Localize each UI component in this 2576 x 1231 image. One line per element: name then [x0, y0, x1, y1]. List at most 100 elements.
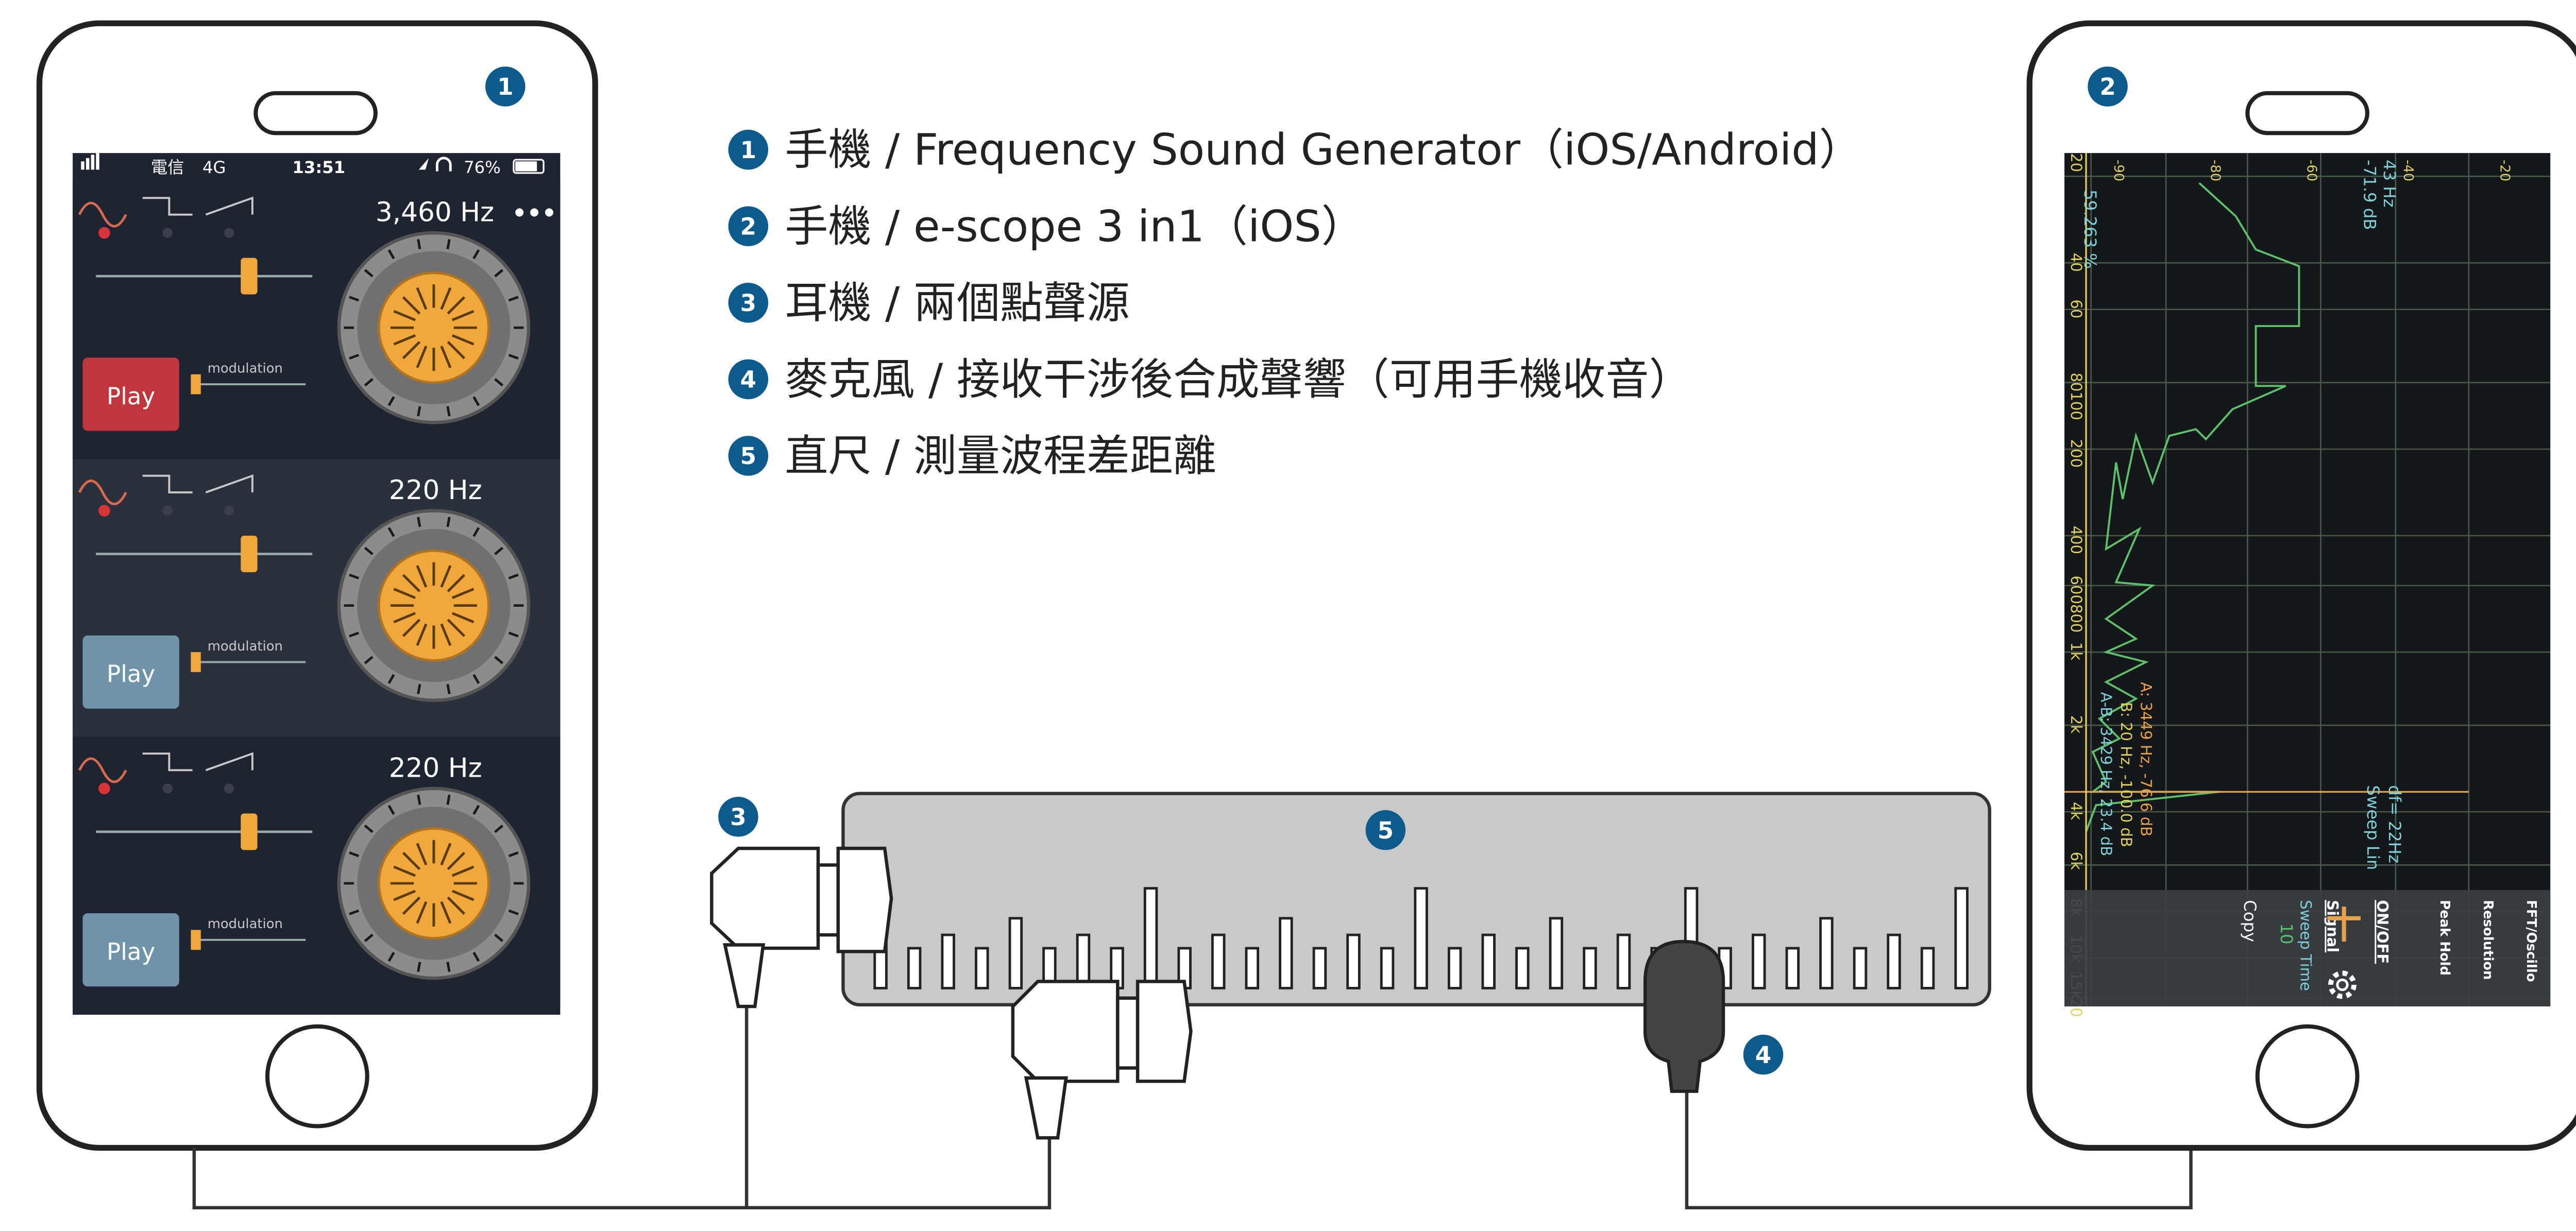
readout-level: -71.9 dB [2360, 160, 2379, 230]
sine-wave-icon[interactable] [78, 480, 127, 505]
db-tick-label: -60 [2304, 160, 2319, 181]
ruler-tick [1853, 947, 1868, 989]
sine-wave-icon[interactable] [78, 201, 127, 228]
earphone-right [1011, 980, 1193, 1140]
earphone-left [710, 846, 893, 1008]
generator-app-screen: 電信 4G 13:51 76% 3,460 Hz•••Playmodulatio… [73, 153, 561, 1015]
marker-a-readout: A: 3449 Hz, -76.6 dB [2138, 682, 2155, 836]
status-battery: 76% [464, 158, 501, 177]
modulation-label: modulation [208, 639, 283, 654]
resolution-button[interactable]: Resolution [2480, 900, 2496, 980]
square-wave-icon[interactable] [142, 753, 193, 772]
ruler-tick [1616, 933, 1631, 989]
ruler-tick [1346, 933, 1361, 989]
cables [192, 1003, 2193, 1210]
fft-oscillo-button[interactable]: FFT/Oscillo [2523, 900, 2539, 982]
sweep-mode: Sweep Lin [2363, 785, 2383, 870]
spectrum-trace [2085, 182, 2300, 832]
ruler-tick [1245, 947, 1260, 989]
microphone-badge: 4 [1743, 1034, 1784, 1075]
modulation-slider-thumb[interactable] [191, 652, 201, 672]
frequency-dial[interactable] [337, 509, 531, 702]
volume-slider-thumb[interactable] [241, 535, 258, 573]
ruler-tick [1312, 947, 1327, 989]
sweep-time-label[interactable]: Sweep Time [2297, 900, 2315, 991]
frequency-dial[interactable] [337, 231, 531, 424]
freq-tick-label: 80100 [2067, 372, 2085, 420]
more-menu-icon[interactable]: ••• [512, 200, 557, 227]
db-tick-label: -90 [2111, 160, 2126, 181]
frequency-dial[interactable] [337, 787, 531, 980]
sine-wave-icon[interactable] [78, 757, 127, 783]
copy-button[interactable]: Copy [2240, 900, 2260, 942]
ruler-tick [975, 947, 989, 989]
settings-gear-icon[interactable] [2328, 970, 2357, 999]
right-phone-badge-number: 2 [2099, 73, 2115, 100]
play-button[interactable] [82, 635, 179, 709]
sawtooth-wave-icon[interactable] [205, 752, 253, 772]
ruler-tick [1785, 947, 1800, 989]
wave-select-dot [224, 505, 234, 516]
ruler-tick [1481, 933, 1496, 989]
play-button-label: Play [107, 383, 155, 410]
play-button[interactable] [82, 357, 179, 431]
sawtooth-wave-icon[interactable] [205, 474, 253, 493]
square-wave-icon[interactable] [142, 474, 193, 493]
ruler-tick [1954, 887, 1969, 989]
ruler-tick [1819, 917, 1834, 989]
modulation-slider-thumb[interactable] [191, 374, 201, 395]
freq-tick-label: 20 [2067, 153, 2085, 172]
control-strip [2064, 890, 2551, 1006]
freq-tick-label: 4k [2067, 802, 2085, 820]
peak-hold-button[interactable]: Peak Hold [2437, 900, 2452, 976]
spectrum-app-screen: -20-40-60-80-90 204060801002004006008001… [2064, 153, 2551, 1017]
readout-freq: 43 Hz [2380, 160, 2399, 208]
legend-number-badge [728, 359, 769, 400]
wave-select-dot [224, 228, 234, 238]
status-network: 4G [202, 158, 226, 177]
ruler-badge: 5 [1365, 810, 1406, 850]
frequency-label: 220 Hz [389, 753, 482, 783]
modulation-slider-thumb[interactable] [191, 930, 201, 950]
wave-select-dot [98, 782, 110, 795]
legend-number-badge [728, 206, 769, 246]
right-phone-badge: 2 [2088, 66, 2128, 107]
left-phone-home-button[interactable] [265, 1024, 369, 1129]
square-wave-icon[interactable] [142, 197, 193, 216]
ruler-tick [1279, 917, 1293, 989]
db-tick-labels: -20-40-60-80-90 [2111, 160, 2512, 181]
ruler-tick [1515, 947, 1530, 989]
volume-slider-thumb[interactable] [241, 258, 258, 295]
legend-number-badge [728, 436, 769, 476]
play-button-label: Play [107, 660, 155, 688]
on-off-button[interactable]: ON/OFF [2374, 900, 2391, 964]
signal-button[interactable]: Signal [2324, 900, 2341, 952]
status-time: 13:51 [292, 158, 345, 177]
earphones: 3 [710, 797, 1193, 1140]
ruler-tick [1549, 917, 1564, 989]
ruler-tick [1447, 947, 1462, 989]
legend-text: 麥克風 / 接收干涉後合成聲響（可用手機收音） [785, 354, 1692, 404]
freq-tick-label: 2k [2067, 715, 2085, 733]
cursor-tool-icon[interactable] [2327, 907, 2361, 942]
status-bar: 電信 4G 13:51 76% [81, 153, 545, 177]
modulation-label: modulation [208, 361, 283, 376]
play-button[interactable] [82, 913, 179, 987]
legend-number-badge [728, 283, 769, 323]
legend-number-badge [728, 129, 769, 170]
right-phone-home-button[interactable] [2255, 1024, 2360, 1129]
freq-tick-label: 1k [2067, 642, 2085, 660]
wave-select-dot [162, 228, 173, 238]
sawtooth-wave-icon[interactable] [205, 196, 253, 216]
wave-select-dot [98, 505, 110, 517]
microphone-body [1643, 939, 1725, 1093]
volume-slider-thumb[interactable] [241, 813, 258, 850]
